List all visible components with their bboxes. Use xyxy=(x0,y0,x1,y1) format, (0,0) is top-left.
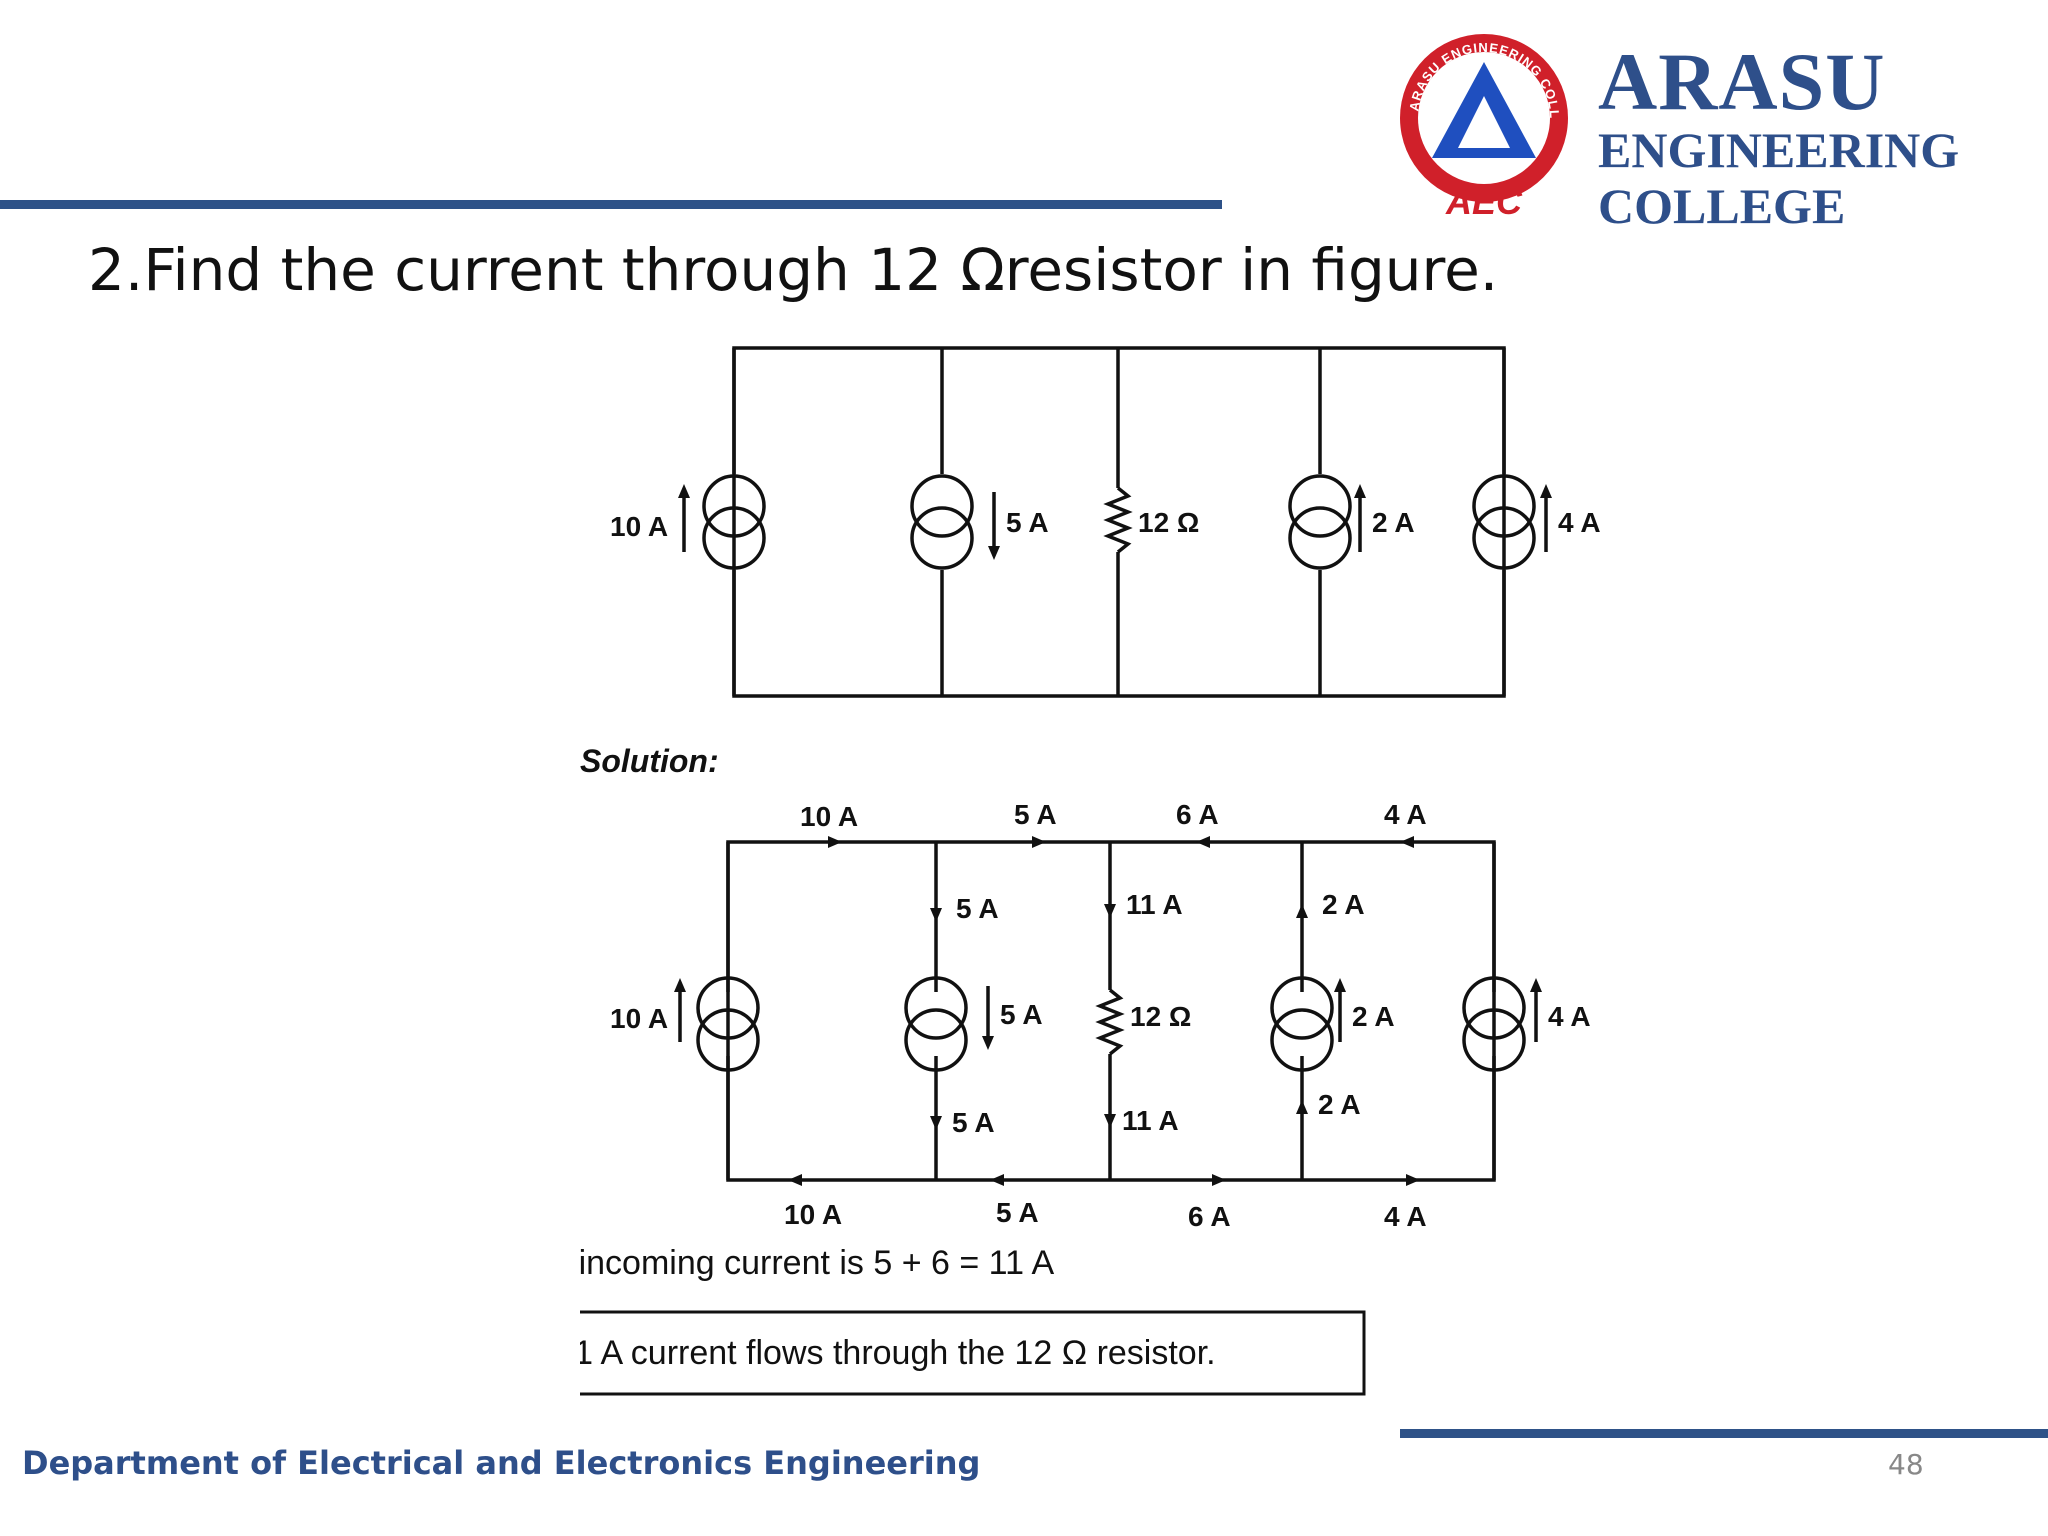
question-text: 2.Find the current through 12 Ωresistor … xyxy=(88,236,1499,304)
brand-name: ARASU xyxy=(1598,36,1886,127)
c2-bottom-5a: 5 A xyxy=(996,1197,1039,1228)
c2-label-12ohm: 12 Ω xyxy=(1130,1001,1191,1032)
c1-label-4a: 4 A xyxy=(1558,507,1601,538)
c2-bottom-4a: 4 A xyxy=(1384,1201,1427,1232)
brand-line-college: COLLEGE xyxy=(1598,178,1846,234)
college-brand: ARASU ENGINEERING COLLEGE xyxy=(1598,36,1960,235)
brand-line-engineering: ENGINEERING xyxy=(1598,122,1960,178)
c2-label-5a: 5 A xyxy=(1000,999,1043,1030)
circuit-figure: 10 A 5 A 12 Ω 2 A 4 A Solution: xyxy=(580,346,1601,1396)
c1-label-2a: 2 A xyxy=(1372,507,1415,538)
c2-label-2a: 2 A xyxy=(1352,1001,1395,1032)
department-name: Department of Electrical and Electronics… xyxy=(22,1444,981,1482)
emblem-abbreviation: AEC xyxy=(1445,181,1523,222)
c2-bottom-10a: 10 A xyxy=(784,1199,842,1230)
c2-branch-11a-bottom: 11 A xyxy=(1122,1105,1179,1136)
c1-label-10a: 10 A xyxy=(610,511,668,542)
c2-branch-5a-bottom: 5 A xyxy=(952,1107,995,1138)
solution-note: Here, incoming current is 5 + 6 = 11 A xyxy=(580,1244,1055,1282)
c2-bottom-6a: 6 A xyxy=(1188,1201,1231,1232)
c2-label-4a: 4 A xyxy=(1548,1001,1591,1032)
college-emblem-icon: ARASU ENGINEERING COLLEGE AEC xyxy=(1396,26,1568,222)
header-divider xyxy=(0,200,1222,209)
c1-label-12ohm: 12 Ω xyxy=(1138,507,1199,538)
page-number: 48 xyxy=(1888,1448,1924,1481)
footer-divider xyxy=(1400,1429,2048,1438)
c2-branch-2a-top: 2 A xyxy=(1322,889,1365,920)
c2-branch-5a-top: 5 A xyxy=(956,893,999,924)
c1-label-5a: 5 A xyxy=(1006,507,1049,538)
c2-branch-2a-bottom: 2 A xyxy=(1318,1089,1361,1120)
answer-box xyxy=(580,1310,1366,1396)
c2-top-5a: 5 A xyxy=(1014,799,1057,830)
c2-top-10a: 10 A xyxy=(800,801,858,832)
c2-top-4a: 4 A xyxy=(1384,799,1427,830)
c2-top-6a: 6 A xyxy=(1176,799,1219,830)
c2-branch-11a-top: 11 A xyxy=(1126,889,1183,920)
c2-label-10a: 10 A xyxy=(610,1003,668,1034)
solution-label: Solution: xyxy=(580,743,719,779)
answer-text: This 11 A current flows through the 12 Ω… xyxy=(580,1334,1216,1372)
